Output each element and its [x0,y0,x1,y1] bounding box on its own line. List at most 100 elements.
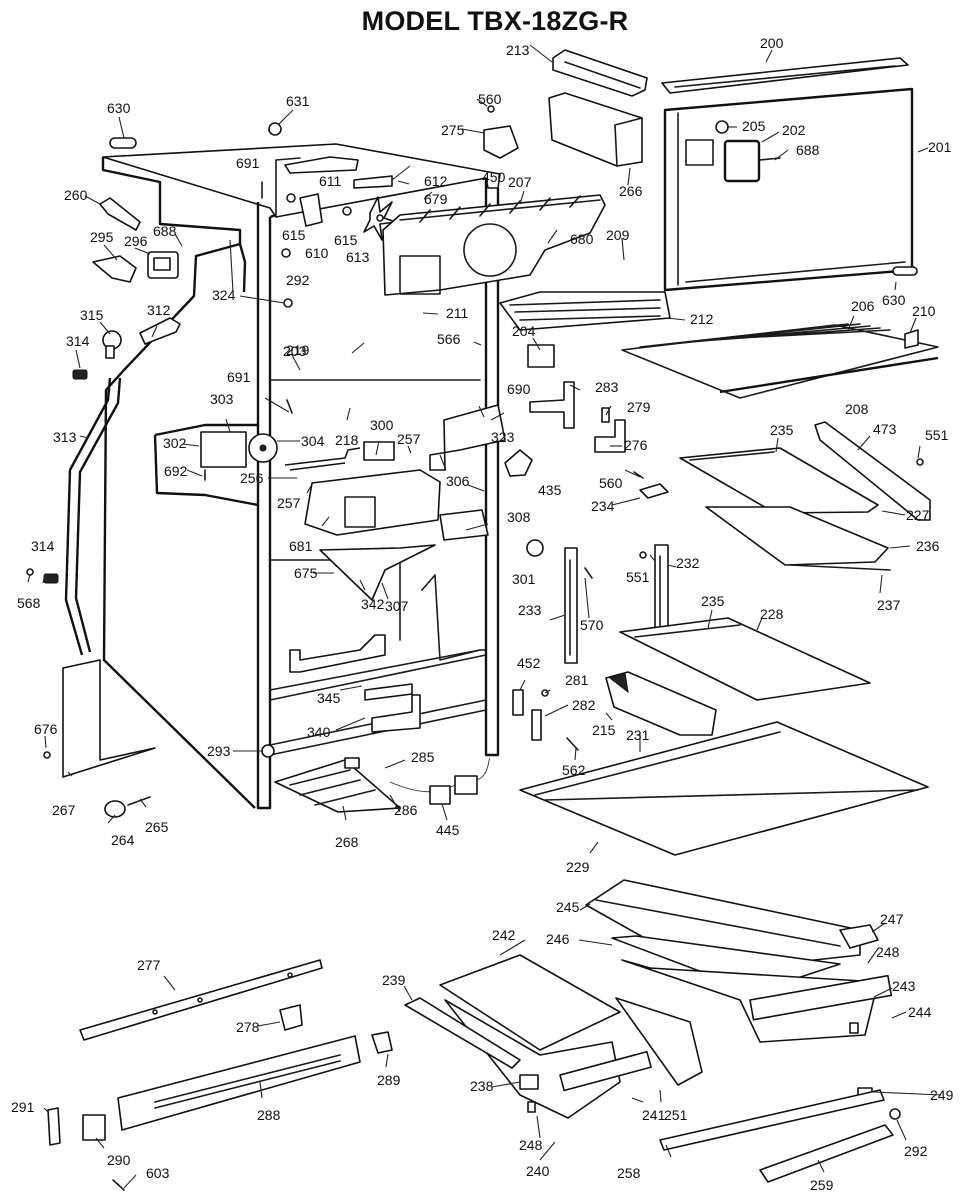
part-label: 204 [512,323,536,339]
part-labels: 630 631 691 611 612 679 260 615 615 610 … [11,35,954,1193]
part-label: 283 [595,379,619,395]
part-label: 207 [508,174,532,190]
part-label: 231 [626,727,650,743]
part-label: 211 [446,305,469,321]
part-label: 630 [107,100,131,116]
part-label: 276 [624,437,648,453]
leader-lines [27,44,942,1189]
part-label: 568 [17,595,41,611]
part-label: 692 [164,463,188,479]
part-label: 213 [506,42,530,58]
part-label: 680 [570,231,594,247]
part-label: 201 [928,139,952,155]
part-label: 631 [286,93,310,109]
part-label: 615 [334,232,358,248]
part-label: 308 [507,509,531,525]
part-label: 291 [11,1099,35,1115]
part-label: 219 [286,342,310,358]
part-label: 259 [810,1177,834,1193]
part-label: 314 [66,333,90,349]
part-label: 258 [617,1165,641,1181]
part-label: 566 [437,331,461,347]
part-label: 688 [153,223,177,239]
part-label: 240 [526,1163,550,1179]
part-label: 265 [145,819,169,835]
control-parts [200,431,489,601]
part-label: 473 [873,421,897,437]
part-label: 450 [482,169,506,185]
part-label: 690 [507,381,531,397]
part-label: 286 [394,802,418,818]
part-label: 244 [908,1004,932,1020]
interior-lower-parts [289,574,481,733]
part-label: 688 [796,142,820,158]
part-label: 323 [491,429,515,445]
fan-motor-group [281,156,397,258]
part-label: 228 [760,606,784,622]
diagram-title: MODEL TBX-18ZG-R [361,6,629,36]
freezer-shelves [499,291,939,399]
part-label: 345 [317,690,341,706]
part-label: 342 [361,596,385,612]
part-label: 236 [916,538,940,554]
part-label: 315 [80,307,104,323]
part-label: 290 [107,1152,131,1168]
part-label: 679 [424,191,448,207]
part-label: 296 [124,233,148,249]
part-label: 268 [335,834,359,850]
part-label: 675 [294,565,318,581]
part-label: 314 [31,538,55,554]
part-label: 260 [64,187,88,203]
part-label: 239 [382,972,406,988]
part-label: 452 [517,655,541,671]
grille-and-rail [47,959,393,1191]
freezer-door-panel [661,57,918,292]
part-label: 249 [930,1087,954,1103]
part-label: 208 [845,401,869,417]
part-label: 611 [319,173,342,189]
part-label: 313 [53,429,77,445]
part-label: 312 [147,302,171,318]
part-label: 281 [565,672,589,688]
part-label: 246 [546,931,570,947]
part-label: 241 [642,1107,666,1123]
part-label: 551 [925,427,949,443]
small-hardware-left [26,122,293,818]
part-label: 264 [111,832,135,848]
fresh-food-shelves [512,421,931,856]
part-label: 302 [163,435,187,451]
part-label: 292 [286,272,310,288]
part-label: 275 [441,122,465,138]
part-label: 267 [52,802,76,818]
part-label: 324 [212,287,236,303]
part-label: 248 [519,1137,543,1153]
part-label: 266 [619,183,643,199]
part-label: 285 [411,749,435,765]
part-label: 247 [880,911,904,927]
part-label: 235 [701,593,725,609]
part-label: 445 [436,822,460,838]
part-label: 612 [424,173,448,189]
part-label: 257 [397,431,421,447]
hinge-parts [527,344,626,453]
part-label: 304 [301,433,325,449]
part-label: 613 [346,249,370,265]
part-label: 242 [492,927,516,943]
part-label: 209 [606,227,630,243]
part-label: 238 [470,1078,494,1094]
part-label: 234 [591,498,615,514]
part-label: 203 [283,343,307,359]
part-label: 251 [664,1107,688,1123]
drip-tray-parts [274,757,491,813]
part-label: 248 [876,944,900,960]
part-label: 227 [906,507,930,523]
part-label: 562 [562,762,586,778]
part-label: 215 [592,722,616,738]
part-label: 691 [236,155,260,171]
part-label: 256 [240,470,264,486]
part-label: 615 [282,227,306,243]
part-label: 560 [599,475,623,491]
part-label: 306 [446,473,470,489]
part-label: 232 [676,555,700,571]
